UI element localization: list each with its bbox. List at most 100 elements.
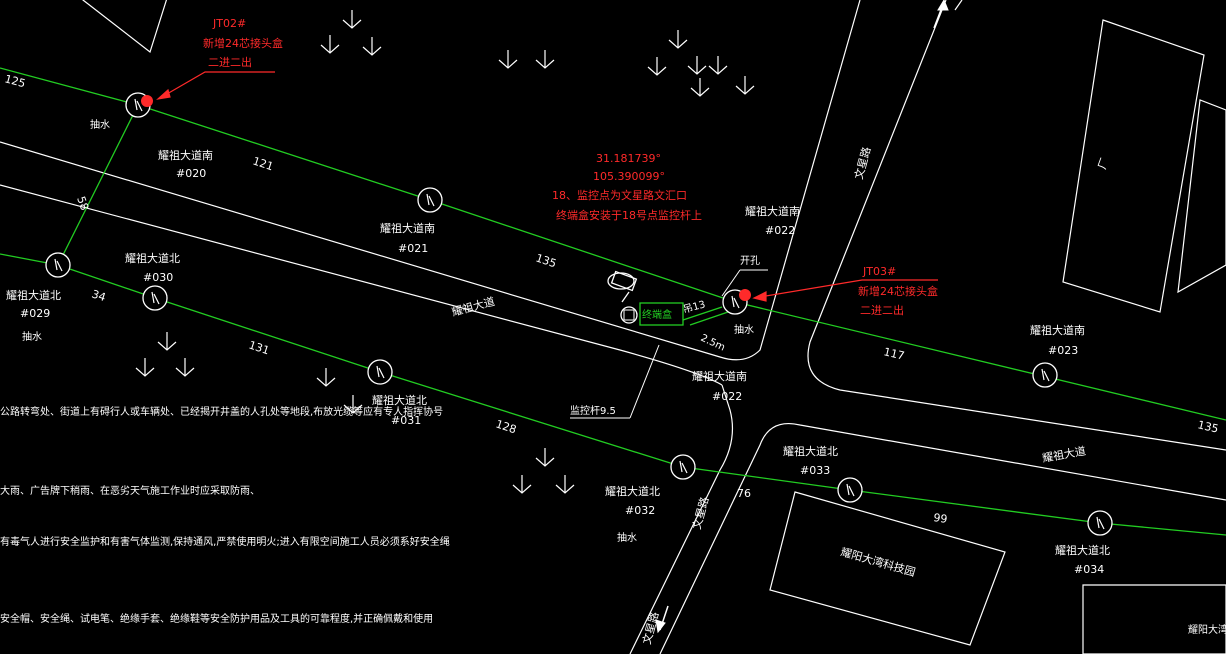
distance-76: 76 [737, 487, 751, 500]
building-outlines [82, 0, 1226, 654]
leader-jt02 [159, 71, 275, 99]
building-school [769, 491, 1006, 646]
mh-020-name: 耀祖大道南 [158, 148, 213, 162]
camera-icon[interactable] [607, 270, 638, 303]
tree-symbols [135, 10, 755, 494]
jt02-label: JT02# [212, 17, 246, 30]
tree-icon [690, 78, 710, 97]
distance-34: 34 [90, 287, 107, 304]
manhole-034-icon[interactable] [1087, 510, 1113, 536]
cable-routes [0, 67, 1226, 536]
building-top-left [82, 0, 168, 54]
road-north-label: 文星路 [851, 145, 873, 180]
manhole-029-icon[interactable] [45, 252, 71, 278]
mh-020-code: #020 [176, 167, 206, 180]
mh-031-code: #031 [391, 414, 421, 427]
water-4: 抽水 [617, 531, 637, 544]
road-arrows [655, 0, 949, 634]
mh-033-code: #033 [800, 464, 830, 477]
manhole-031-icon[interactable] [367, 359, 393, 385]
note-3: 有毒气人进行安全监护和有害气体监测,保持通风,严禁使用明火;进入有限空间施工人员… [0, 535, 450, 548]
pole-square-icon [623, 309, 635, 321]
mh-023-name: 耀祖大道南 [1030, 323, 1085, 337]
building-factory [1062, 19, 1205, 313]
camera-lon: 105.390099° [593, 170, 665, 183]
mh-030-code: #030 [143, 271, 173, 284]
pole-leader [629, 344, 660, 419]
distance-135: 135 [534, 251, 558, 270]
cable-drop-a [682, 306, 723, 321]
mh-033-name: 耀祖大道北 [783, 444, 838, 458]
manhole-032-icon[interactable] [670, 454, 696, 480]
tree-icon [157, 332, 177, 351]
tree-icon [668, 30, 688, 49]
distance-135-east: 135 [1196, 418, 1219, 435]
tree-icon [512, 475, 532, 494]
cable-branch [57, 104, 139, 266]
joint-marker-jt02 [141, 95, 153, 107]
mh-030-name: 耀祖大道北 [125, 251, 180, 265]
road-main-south-edge [0, 184, 723, 386]
manhole-023-icon[interactable] [1032, 362, 1058, 388]
tree-icon [135, 358, 155, 377]
distance-128: 128 [494, 417, 518, 436]
manhole-033-icon[interactable] [837, 477, 863, 503]
tree-icon [362, 37, 382, 56]
factory-label: 厂 [1096, 156, 1112, 171]
jt03-ports: 二进二出 [860, 303, 904, 317]
manhole-030-icon[interactable] [142, 285, 168, 311]
manhole-021-icon[interactable] [417, 187, 443, 213]
note-4: 安全帽、安全绳、试电笔、绝缘手套、绝缘鞋等安全防护用品及工具的可靠程度,并正确佩… [0, 612, 433, 625]
terminal-box-label: 终端盒 [642, 308, 672, 321]
jt02-detail: 新增24芯接头盒 [203, 36, 283, 50]
note-2: 大雨、广告牌下稍雨、在恶劣天气施工作业时应采取防雨、 [0, 484, 260, 497]
mh-022n-name: 耀祖大道南 [745, 204, 800, 218]
leader-jt03 [759, 279, 938, 298]
note-1: 公路转弯处、街道上有碍行人或车辆处、已经揭开井盖的人孔处等地段,布放光缆等应有专… [0, 405, 443, 418]
distance-131: 131 [247, 338, 271, 357]
mh-021-code: #021 [398, 242, 428, 255]
road-north-west-edge [0, 0, 861, 361]
distance-117: 117 [882, 345, 905, 362]
mh-021-name: 耀祖大道南 [380, 221, 435, 235]
joint-marker-jt03 [739, 289, 751, 301]
mh-032-name: 耀祖大道北 [605, 484, 660, 498]
cable-drop-b [689, 311, 729, 326]
camera-assembly[interactable]: 终端盒 [570, 269, 768, 419]
distance-121: 121 [251, 154, 275, 173]
tree-icon [342, 10, 362, 29]
water-2: 抽水 [22, 330, 42, 343]
distance-58: 58 [74, 195, 91, 213]
tree-icon [316, 368, 336, 387]
road-south-label: 文星路 [689, 495, 711, 530]
water-1: 抽水 [90, 118, 110, 131]
road-south-east-edge [659, 423, 1226, 654]
tree-icon [555, 475, 575, 494]
distance-125: 125 [3, 72, 27, 90]
camera-note-1: 18、监控点为文星路文汇口 [552, 188, 687, 202]
mh-022s-code: #022 [712, 390, 742, 403]
terminal-box[interactable] [639, 302, 684, 326]
cable-south [0, 253, 1226, 536]
tree-icon [647, 57, 667, 76]
drop-label: 吊13 [682, 298, 707, 315]
joint-markers [141, 71, 938, 302]
road-edge-fragment [954, 0, 963, 11]
road-north-east-edge [807, 0, 1226, 451]
drop-length: 2.5m [699, 333, 727, 354]
tree-icon [708, 56, 728, 75]
tree-icon [343, 395, 363, 414]
opening-leader [721, 269, 741, 297]
mh-031-name: 耀祖大道北 [372, 393, 427, 407]
mh-029-code: #029 [20, 307, 50, 320]
pole-symbol-icon [620, 306, 638, 324]
tree-icon [535, 448, 555, 467]
mh-022s-name: 耀祖大道南 [692, 369, 747, 383]
tree-icon [320, 35, 340, 54]
tree-icon [175, 358, 195, 377]
mh-022n-code: #022 [765, 224, 795, 237]
school-label: 耀阳大湾科技园 [839, 544, 917, 579]
building-corner [1082, 584, 1226, 654]
jt02-ports: 二进二出 [208, 55, 252, 69]
